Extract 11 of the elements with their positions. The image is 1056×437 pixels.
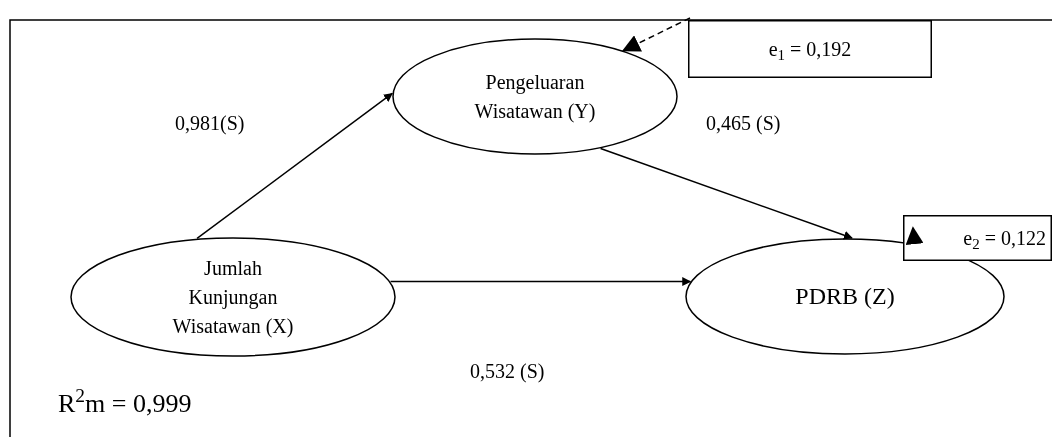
error-value: e$_{1}$ = 0,192 bbox=[768, 37, 852, 64]
arrow bbox=[196, 92, 393, 240]
arrow bbox=[599, 147, 853, 240]
variable-name: Jumlah Kunjungan Wisatawan (X) bbox=[171, 255, 295, 340]
variable-name: Pengeluaran Wisatawan (Y) bbox=[473, 69, 597, 125]
error-value: e$_{2}$ = 0,122 bbox=[963, 226, 1046, 253]
arrow bbox=[389, 277, 692, 286]
r-squared-label: R$^{2}$m = 0,999 bbox=[58, 384, 192, 420]
arrow bbox=[621, 17, 691, 52]
variable-name: PDRB (Z) bbox=[795, 282, 895, 312]
arrow bbox=[905, 226, 924, 245]
